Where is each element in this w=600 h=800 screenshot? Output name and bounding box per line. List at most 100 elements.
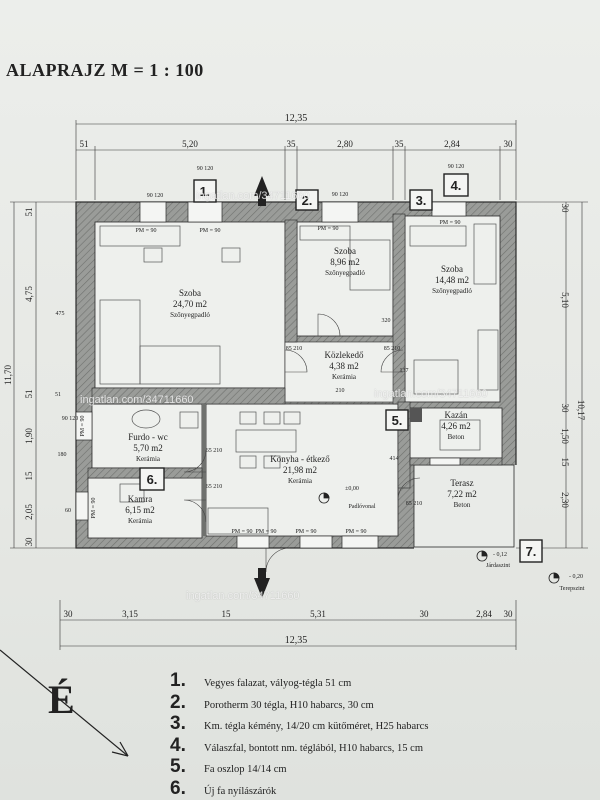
marker-label: 6. (147, 472, 158, 487)
opening-label: PM = 90 (439, 220, 460, 226)
opening-label: PM = 90 (317, 226, 338, 232)
room-floor: Szőnyegpadló (325, 269, 365, 277)
marker-label: 3. (416, 193, 427, 208)
opening-label: PM = 90 (345, 529, 366, 535)
dim-top-segment: 51 (80, 139, 89, 149)
dim-left-segment: 15 (24, 471, 34, 481)
room-floor: Kerámia (128, 517, 153, 525)
room-area: 8,96 m2 (330, 257, 360, 267)
door-swings (183, 313, 421, 573)
opening-label: PM = 90 (80, 415, 86, 436)
plan-title: ALAPRAJZ M = 1 : 100 (6, 60, 204, 80)
room-name: Kazán (445, 410, 468, 420)
dim-bottom-segment: 30 (64, 609, 74, 619)
small-label: 137 (400, 368, 409, 374)
legend-text: Válaszfal, bontott nm. téglából, H10 hab… (204, 742, 423, 754)
marker-label: 1. (200, 184, 211, 199)
legend-num: 1. (170, 670, 186, 691)
room-name: Konyha - étkező (270, 454, 330, 464)
level-markers (318, 492, 560, 584)
room-floor: Beton (454, 501, 471, 509)
dim-left-segment: 51 (24, 208, 34, 217)
room-area: 7,22 m2 (447, 489, 477, 499)
small-label: 90 120 (197, 166, 214, 172)
dim-right-total: 10,17 (576, 400, 586, 421)
room-name: Közlekedő (325, 350, 364, 360)
small-label: 90 120 (448, 164, 465, 170)
furniture (99, 223, 499, 535)
north-label: É (48, 677, 75, 722)
small-label: 475 (56, 311, 65, 317)
room-name: Szoba (179, 288, 201, 298)
legend-item: 3. Km. tégla kémény, 14/20 cm kütőméret, … (170, 713, 590, 735)
wall-interior (284, 219, 298, 343)
room-name: Kamra (128, 494, 153, 504)
dim-top-segment: 2,80 (337, 139, 353, 149)
opening-label: PM = 90 (135, 228, 156, 234)
marker-label: 5. (392, 413, 403, 428)
dim-bottom-segment: 15 (222, 609, 232, 619)
dim-left-segment: 4,75 (24, 286, 34, 302)
dim-right-segment: 2,30 (560, 492, 570, 508)
dim-bottom-segment: 5,31 (310, 609, 326, 619)
small-label: 210 (336, 388, 345, 394)
room-area: 24,70 m2 (173, 299, 207, 309)
legend-num: 2. (170, 691, 186, 713)
legend-num: 5. (170, 756, 186, 777)
small-label: 65 210 (206, 484, 223, 490)
small-label: 90 120 (332, 192, 349, 198)
legend-num: 3. (170, 713, 186, 734)
room-name: Szoba (441, 264, 463, 274)
room-area: 4,38 m2 (329, 361, 359, 371)
legend-text: Porotherm 30 tégla, H10 habarcs, 30 cm (204, 699, 374, 711)
small-label: 90 120 (62, 416, 79, 422)
dim-left-segment: 1,90 (24, 428, 34, 444)
north-arrow-icon (0, 649, 129, 757)
room-floor: Beton (448, 433, 465, 441)
legend: 1. Vegyes falazat, vályog-tégla 51 cm 2. P… (170, 670, 590, 799)
watermark: ingatlan.com/34711660 (196, 190, 310, 202)
small-label: 180 (58, 452, 67, 458)
watermark: ingatlan.com/34711660 (186, 590, 300, 602)
room-szoba-small (296, 221, 394, 337)
legend-item: 2. Porotherm 30 tégla, H10 habarcs, 30 cm (170, 692, 590, 714)
windows (75, 201, 467, 549)
small-label: 85 210 (384, 346, 401, 352)
small-label: 51 (55, 392, 61, 398)
small-label: ±0,00 (345, 486, 359, 492)
dim-right-segment: 1,50 (560, 428, 570, 444)
room-area: 5,70 m2 (133, 443, 163, 453)
room-name: Szoba (334, 246, 356, 256)
marker-badges (139, 173, 543, 563)
legend-num: 4. (170, 734, 186, 756)
room-floor: Kerámia (136, 455, 161, 463)
wall-interior (91, 387, 286, 405)
legend-text: Vegyes falazat, vályog-tégla 51 cm (204, 678, 352, 689)
dim-left-segment: 51 (24, 390, 34, 399)
opening-label: PM = 90 (231, 529, 252, 535)
marker-label: 7. (526, 544, 537, 559)
dim-bottom-total: 12,35 (285, 635, 308, 646)
legend-text: Km. tégla kémény, 14/20 cm kütőméret, H2… (204, 721, 429, 732)
legend-item: 1. Vegyes falazat, vályog-tégla 51 cm (170, 670, 590, 692)
dim-top-total: 12,35 (285, 113, 308, 124)
room-konyha (205, 403, 399, 537)
dim-right-segment: 30 (560, 204, 570, 214)
legend-item: 6.Új fa nyílászárók (170, 778, 590, 800)
room-floor: Szőnyegpadló (170, 311, 210, 319)
entrance-arrow-icon (254, 176, 270, 598)
small-label: 65 210 (206, 448, 223, 454)
dim-top-segment: 30 (504, 139, 514, 149)
opening-label: PM = 90 (91, 497, 97, 518)
opening-label: PM = 90 (199, 228, 220, 234)
dim-left-segment: 2,05 (24, 504, 34, 520)
dim-right-segment: 15 (560, 458, 570, 468)
small-label: Terepszint (560, 586, 585, 592)
opening-label: PM = 90 (255, 529, 276, 535)
watermark: ingatlan.com/34711660 (80, 394, 194, 406)
room-area: 14,48 m2 (435, 275, 469, 285)
dim-top-segment: 35 (287, 139, 297, 149)
room-floor: Szőnyegpadló (432, 287, 472, 295)
